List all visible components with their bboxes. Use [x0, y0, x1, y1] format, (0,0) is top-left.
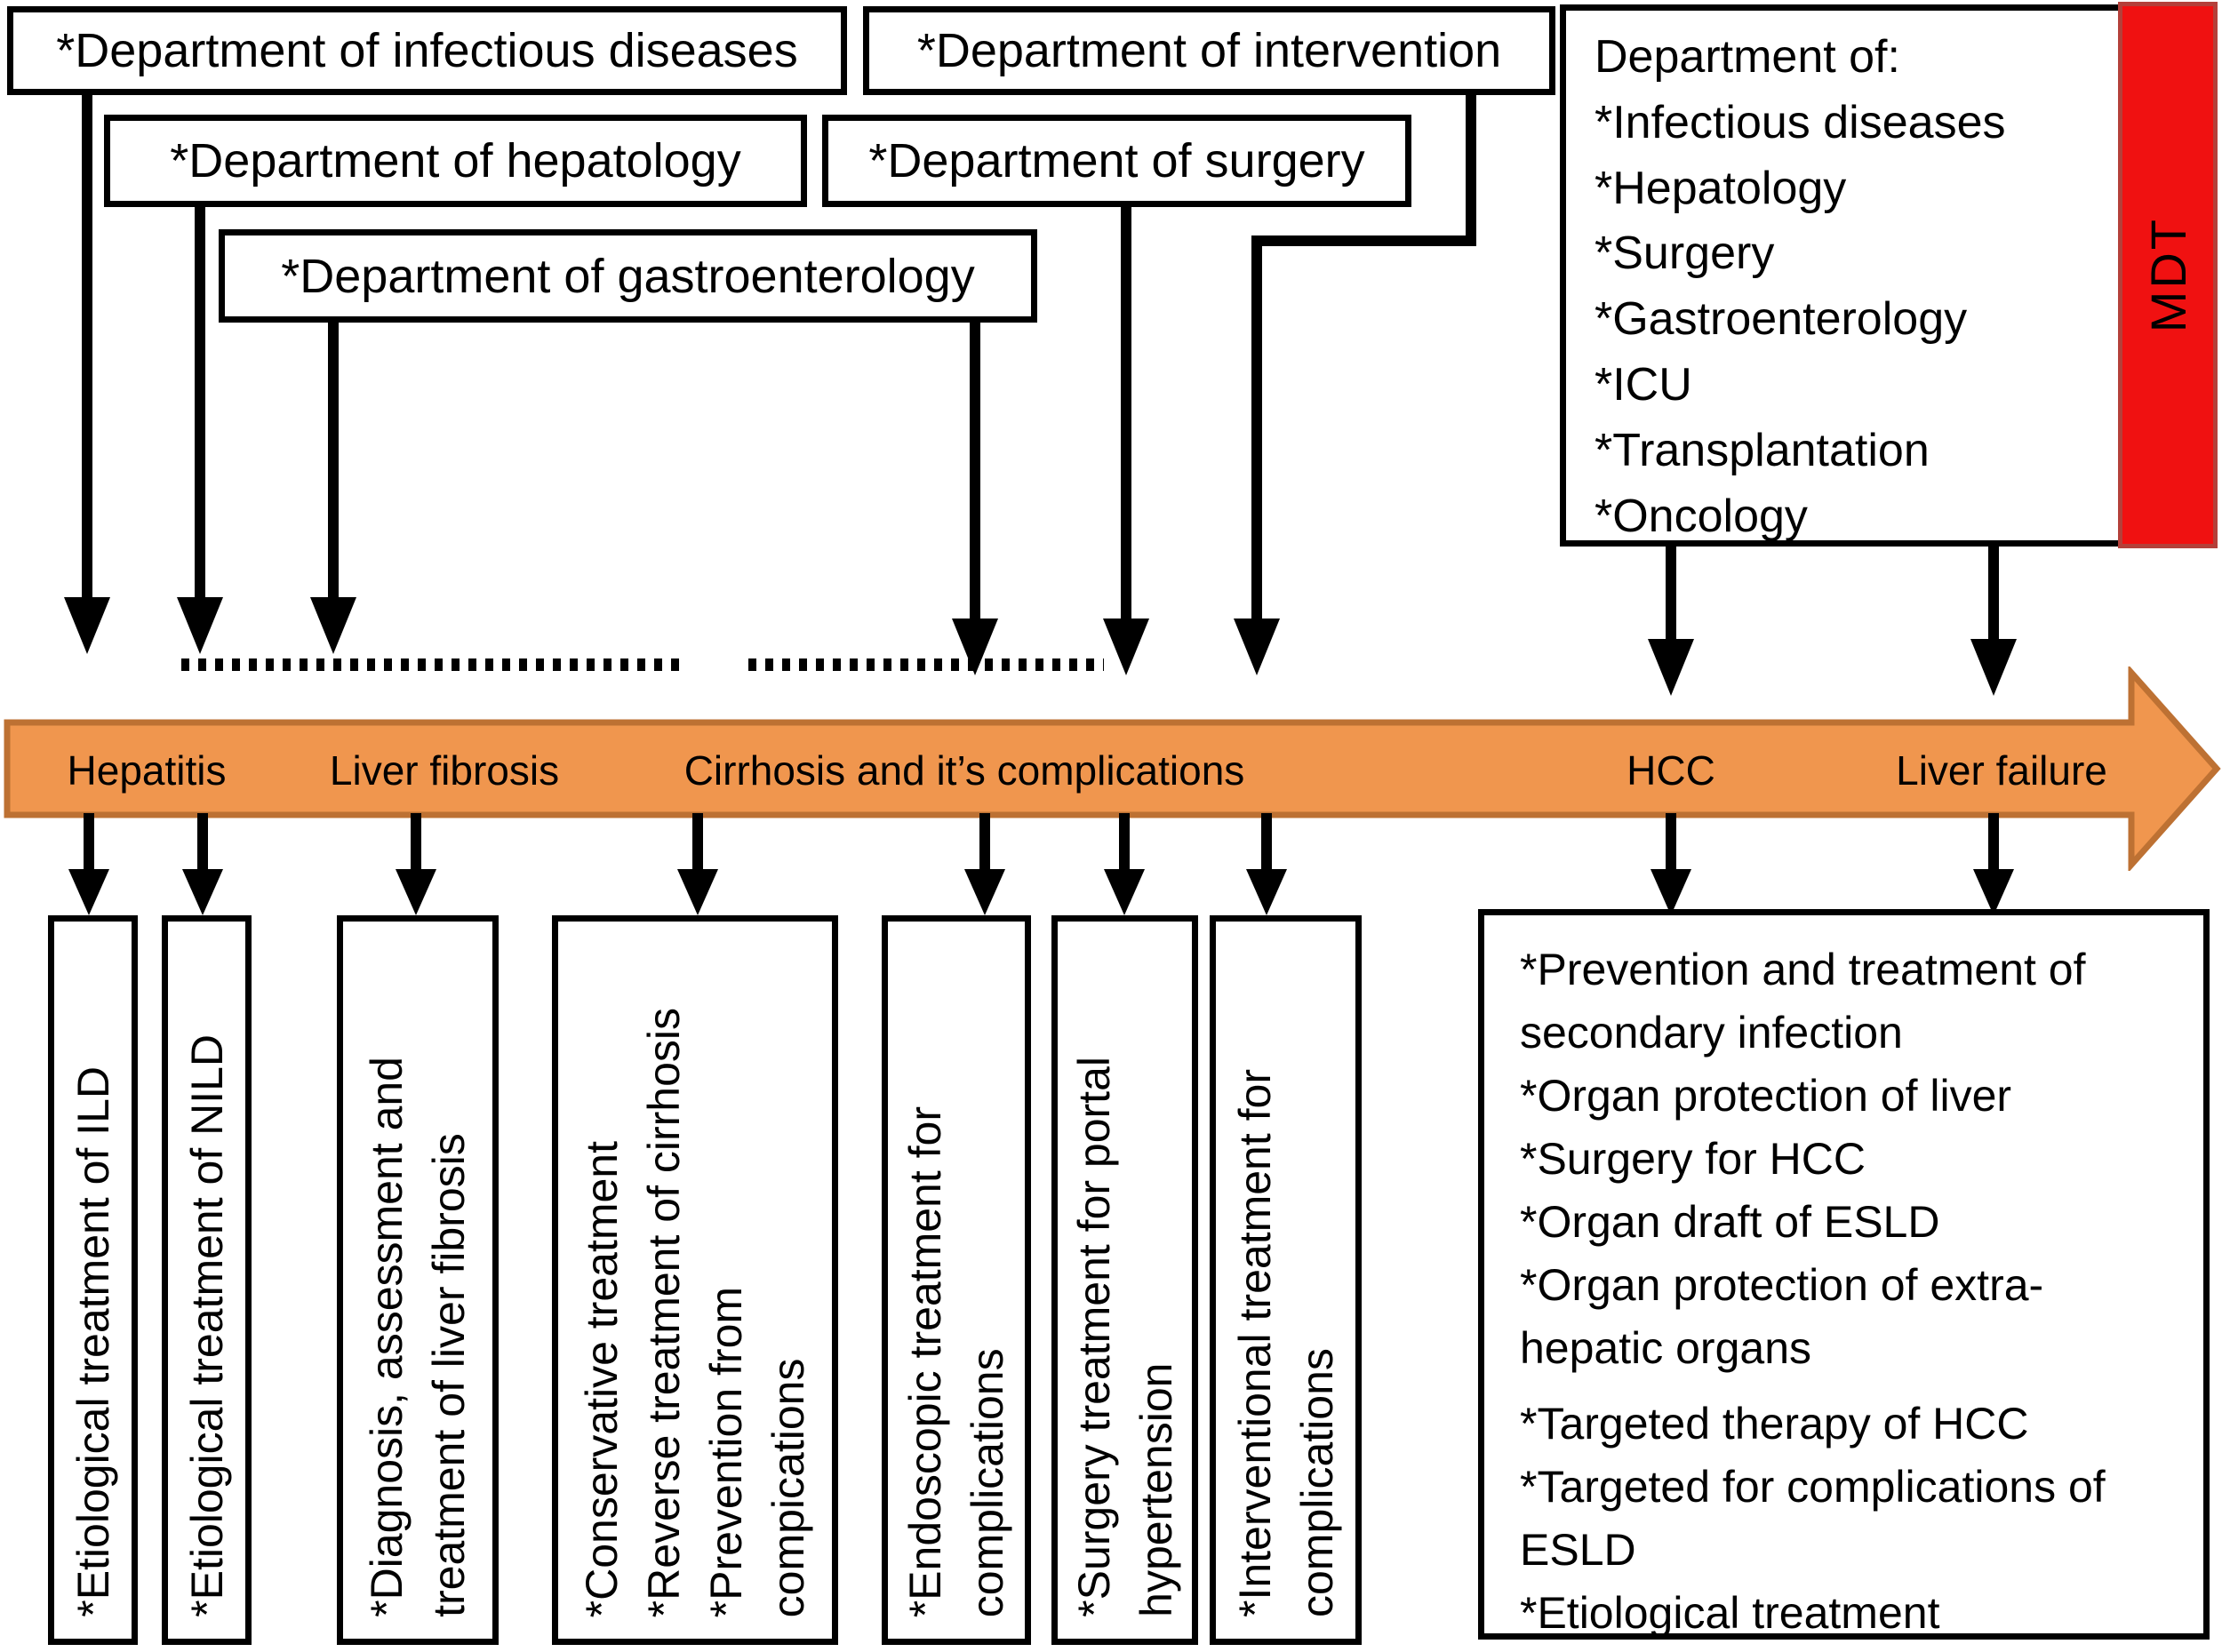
treatment-text: *Endoscopic treatment for complications [900, 1105, 1012, 1617]
hcc-box-item: *Surgery for HCC [1520, 1134, 1866, 1184]
down-arrow-icon [177, 597, 223, 654]
down-arrow-icon [64, 597, 110, 654]
connector-line [1261, 813, 1272, 873]
connector-line [1466, 92, 1476, 246]
treatment-box-hcc-liver-failure: *Prevention and treatment of secondary i… [1478, 909, 2210, 1640]
mdt-panel-title: Department of: [1595, 31, 1900, 83]
dept-box-intervention: *Department of intervention [863, 6, 1555, 95]
down-arrow-icon [68, 869, 109, 915]
down-arrow-icon [1103, 619, 1149, 675]
hcc-box-item: *Targeted for complications of ESLD [1520, 1462, 2106, 1575]
dept-label: *Department of hepatology [170, 134, 741, 188]
down-arrow-icon [1970, 639, 2017, 696]
mdt-panel: Department of: *Infectious diseases *Hep… [1560, 4, 2212, 547]
hcc-box-item: *Prevention and treatment of secondary i… [1520, 945, 2086, 1057]
disease-timeline-arrow [4, 666, 2221, 871]
connector-line [692, 813, 703, 873]
treatment-text: *Conservative treatment *Reverse treatme… [577, 1007, 813, 1617]
dept-label: *Department of surgery [868, 134, 1365, 188]
dept-box-gastroenterology: *Department of gastroenterology [219, 229, 1037, 323]
connector-line [1988, 543, 1999, 642]
mdt-panel-item: *Infectious diseases [1595, 96, 2006, 148]
down-arrow-icon [1648, 639, 1694, 696]
treatment-text: *Etiological treatment of ILD [68, 1066, 118, 1617]
timeline-stage-hepatitis: Hepatitis [67, 747, 227, 794]
timeline-stage-cirrhosis: Cirrhosis and it’s complications [683, 747, 1245, 794]
down-arrow-icon [1104, 869, 1145, 915]
dotted-divider [181, 658, 686, 671]
mdt-panel-item: *Surgery [1595, 227, 1775, 280]
down-arrow-icon [964, 869, 1005, 915]
treatment-box-endoscopic: *Endoscopic treatment for complications [882, 915, 1031, 1645]
mdt-panel-item: *ICU [1595, 359, 1692, 411]
connector-line [328, 319, 339, 601]
connector-line [1251, 235, 1476, 246]
hcc-box-item: *Organ protection of liver [1520, 1071, 2012, 1121]
treatment-text: *Diagnosis, assessment and treatment of … [362, 1057, 474, 1617]
treatment-box-interventional: *Interventional treatment for complicati… [1210, 915, 1362, 1645]
timeline-stage-liver-failure: Liver failure [1896, 747, 2107, 794]
treatment-box-portal-hypertension: *Surgery treatment for portal hypertensi… [1051, 915, 1198, 1645]
down-arrow-icon [396, 869, 436, 915]
mdt-panel-item: *Transplantation [1595, 424, 1930, 476]
down-arrow-icon [310, 597, 356, 654]
mdt-panel-item: *Gastroenterology [1595, 293, 1968, 346]
dept-label: *Department of infectious diseases [56, 24, 798, 77]
down-arrow-icon [1246, 869, 1287, 915]
treatment-box-liver-fibrosis: *Diagnosis, assessment and treatment of … [337, 915, 499, 1645]
treatment-text: *Interventional treatment for complicati… [1229, 1069, 1342, 1617]
connector-line [1121, 204, 1131, 622]
hcc-box-item: *Etiological treatment [1520, 1588, 1940, 1638]
hcc-box-item: *Organ draft of ESLD [1520, 1197, 1940, 1247]
mdt-panel-item: *Hepatology [1595, 162, 1847, 214]
mdt-badge-label: MDT [2139, 217, 2196, 333]
connector-line [970, 319, 980, 622]
dept-label: *Department of gastroenterology [281, 249, 975, 303]
dept-box-hepatology: *Department of hepatology [104, 115, 807, 207]
down-arrow-icon [182, 869, 223, 915]
dept-box-infectious-diseases: *Department of infectious diseases [7, 6, 847, 95]
down-arrow-icon [1234, 619, 1280, 675]
connector-line [1666, 543, 1676, 642]
connector-line [197, 813, 208, 873]
dept-label: *Department of intervention [916, 24, 1502, 77]
mdt-badge: MDT [2118, 2, 2218, 548]
down-arrow-icon [1651, 869, 1691, 915]
down-arrow-icon [677, 869, 718, 915]
hcc-box-item: *Organ protection of extra-hepatic organ… [1520, 1260, 2044, 1373]
connector-line [1666, 813, 1676, 873]
treatment-text: *Surgery treatment for portal hypertensi… [1068, 1057, 1181, 1617]
treatment-box-ild: *Etiological treatment of ILD [48, 915, 138, 1645]
treatment-box-nild: *Etiological treatment of NILD [162, 915, 252, 1645]
connector-line [195, 204, 205, 601]
dotted-divider [748, 658, 1104, 671]
treatment-text: *Etiological treatment of NILD [181, 1034, 232, 1617]
timeline-stage-liver-fibrosis: Liver fibrosis [329, 747, 560, 794]
down-arrow-icon [1973, 869, 2014, 915]
timeline-stage-hcc: HCC [1627, 747, 1715, 794]
mdt-panel-item: *Oncology [1595, 490, 1808, 542]
connector-line [1988, 813, 1999, 873]
connector-line [979, 813, 990, 873]
connector-line [82, 92, 92, 601]
connector-line [411, 813, 421, 873]
connector-line [1251, 235, 1262, 622]
hcc-box-item: *Targeted therapy of HCC [1520, 1399, 2029, 1448]
connector-line [84, 813, 94, 873]
connector-line [1119, 813, 1130, 873]
dept-box-surgery: *Department of surgery [822, 115, 1411, 207]
treatment-box-cirrhosis: *Conservative treatment *Reverse treatme… [552, 915, 838, 1645]
